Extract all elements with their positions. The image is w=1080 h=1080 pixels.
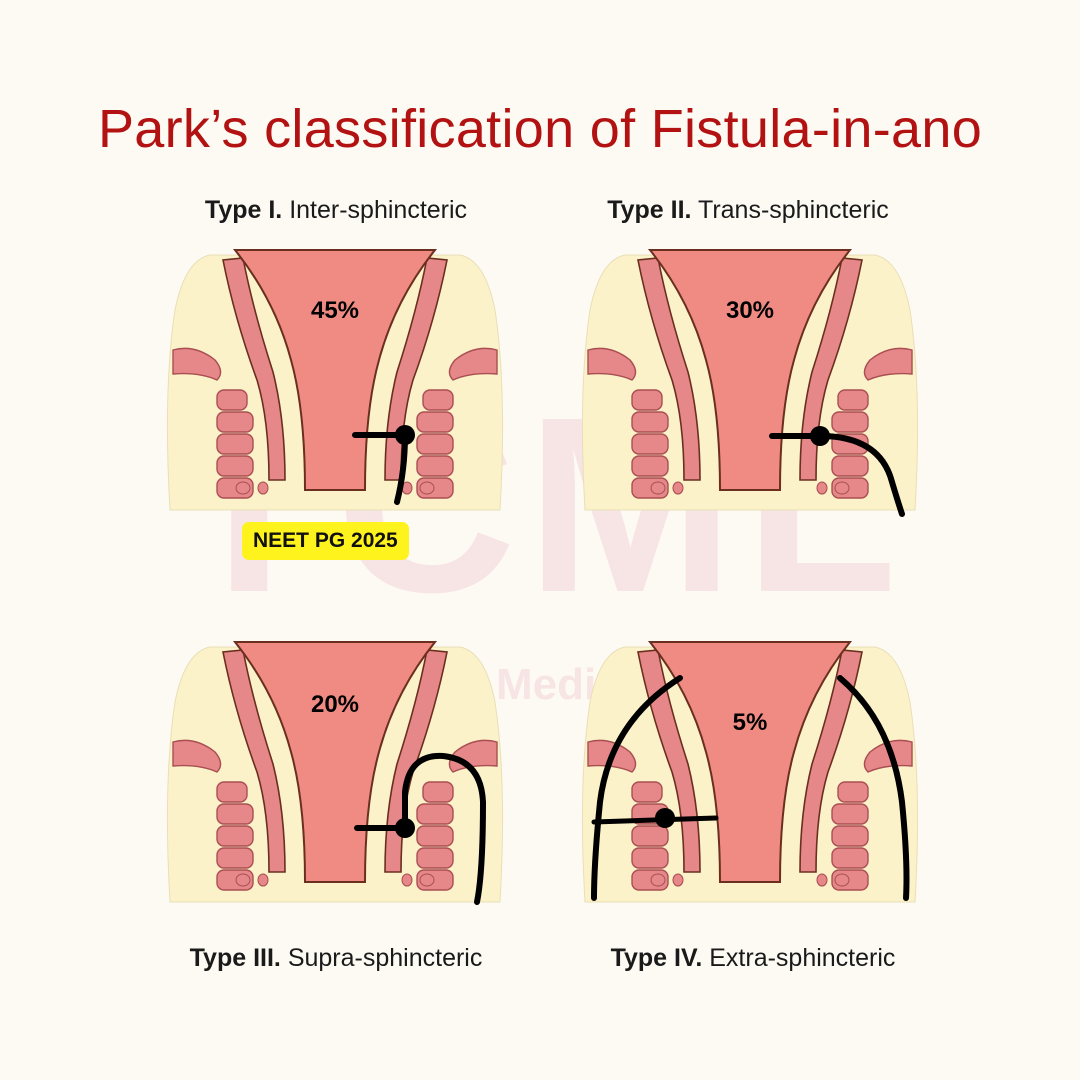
type-2-label: Type II. Trans-sphincteric xyxy=(538,196,958,225)
perianal-fold xyxy=(235,873,251,887)
perianal-fold xyxy=(672,873,684,887)
type-2-name: Trans-sphincteric xyxy=(691,196,889,224)
external-sphincter-segment xyxy=(216,847,254,869)
external-sphincter-segment xyxy=(831,803,869,825)
perianal-fold xyxy=(834,873,850,887)
levator-ani-right xyxy=(863,347,913,381)
levator-ani-left xyxy=(172,739,222,773)
perianal-fold xyxy=(834,481,850,495)
external-sphincter-segment xyxy=(416,433,454,455)
external-sphincter-segment xyxy=(837,389,869,411)
rectal-mucosa xyxy=(232,641,438,883)
external-sphincter-segment xyxy=(416,803,454,825)
external-sphincter-segment xyxy=(216,433,254,455)
type-2-number: Type II. xyxy=(607,196,692,224)
perianal-fold xyxy=(672,481,684,495)
type-4-percent: 5% xyxy=(733,709,768,736)
perianal-fold xyxy=(816,873,828,887)
fistula-crossing xyxy=(591,815,719,825)
perianal-fold xyxy=(419,481,435,495)
perianal-fold xyxy=(257,873,269,887)
external-sphincter-segment xyxy=(416,455,454,477)
anal-canal-anatomy xyxy=(581,641,919,903)
internal-opening-dot xyxy=(395,818,415,838)
external-sphincter-segment xyxy=(216,411,254,433)
external-sphincter-segment xyxy=(631,455,669,477)
perianal-fold xyxy=(816,481,828,495)
external-sphincter-segment xyxy=(831,411,869,433)
levator-ani-left xyxy=(587,347,637,381)
type-1-percent: 45% xyxy=(311,297,359,324)
external-sphincter-segment xyxy=(631,847,669,869)
levator-ani-right xyxy=(448,347,498,381)
internal-sphincter-left xyxy=(222,649,286,873)
internal-sphincter-right xyxy=(799,257,863,481)
type-1-number: Type I. xyxy=(204,196,283,224)
perianal-fold xyxy=(650,481,666,495)
external-sphincter-segment xyxy=(216,781,248,803)
external-sphincter-segment xyxy=(631,433,669,455)
external-sphincter-segment xyxy=(416,411,454,433)
perianal-fold xyxy=(419,873,435,887)
internal-sphincter-left xyxy=(222,257,286,481)
rectal-mucosa xyxy=(647,641,853,883)
type-4-number: Type IV. xyxy=(610,944,703,972)
type-3-name: Supra-sphincteric xyxy=(280,944,483,972)
external-sphincter-segment xyxy=(631,389,663,411)
external-sphincter-segment xyxy=(831,847,869,869)
internal-sphincter-right xyxy=(384,257,448,481)
external-sphincter-segment xyxy=(831,825,869,847)
type-1-name: Inter-sphincteric xyxy=(282,196,468,224)
page-title: Park’s classification of Fistula-in-ano xyxy=(97,99,983,160)
anal-canal-anatomy xyxy=(166,641,504,903)
type-4-name: Extra-sphincteric xyxy=(702,944,896,972)
type-2-percent: 30% xyxy=(726,297,774,324)
type-4-label: Type IV. Extra-sphincteric xyxy=(543,944,963,973)
type-2-diagram: 30% xyxy=(581,249,919,517)
perianal-fold xyxy=(401,873,413,887)
perianal-fold xyxy=(650,873,666,887)
external-sphincter-segment xyxy=(831,455,869,477)
internal-sphincter-right xyxy=(799,649,863,873)
external-sphincter-segment xyxy=(631,781,663,803)
anal-canal-anatomy xyxy=(581,249,919,511)
fistula-tract-left xyxy=(591,675,683,901)
fistula-tract xyxy=(354,752,487,905)
external-sphincter-segment xyxy=(631,825,669,847)
external-sphincter-segment xyxy=(216,455,254,477)
rectal-mucosa xyxy=(647,249,853,491)
external-sphincter-segment xyxy=(631,411,669,433)
external-sphincter-segment xyxy=(416,847,454,869)
perianal-fold xyxy=(257,481,269,495)
internal-sphincter-left xyxy=(637,257,701,481)
fistula-tract-right xyxy=(837,675,910,901)
external-sphincter-segment xyxy=(416,825,454,847)
perianal-fold xyxy=(235,481,251,495)
external-sphincter-segment xyxy=(837,781,869,803)
external-sphincter-segment xyxy=(422,389,454,411)
external-sphincter-segment xyxy=(216,803,254,825)
internal-opening-dot xyxy=(655,808,675,828)
anal-canal-anatomy xyxy=(166,249,504,511)
type-3-diagram: 20% xyxy=(166,641,504,905)
internal-opening-dot xyxy=(395,425,415,445)
internal-sphincter-left xyxy=(637,649,701,873)
type-3-number: Type III. xyxy=(189,944,281,972)
external-sphincter-segment xyxy=(216,389,248,411)
type-3-label: Type III. Supra-sphincteric xyxy=(126,944,546,973)
levator-ani-left xyxy=(172,347,222,381)
external-sphincter-segment xyxy=(422,781,454,803)
internal-opening-dot xyxy=(810,426,830,446)
rectal-mucosa xyxy=(232,249,438,491)
type-1-diagram: 45% xyxy=(166,249,504,511)
type-3-percent: 20% xyxy=(311,691,359,718)
external-sphincter-segment xyxy=(216,825,254,847)
neet-pg-badge: NEET PG 2025 xyxy=(242,522,409,560)
fistula-tract xyxy=(769,433,905,517)
type-4-diagram: 5% xyxy=(581,641,919,903)
type-1-label: Type I. Inter-sphincteric xyxy=(126,196,546,225)
